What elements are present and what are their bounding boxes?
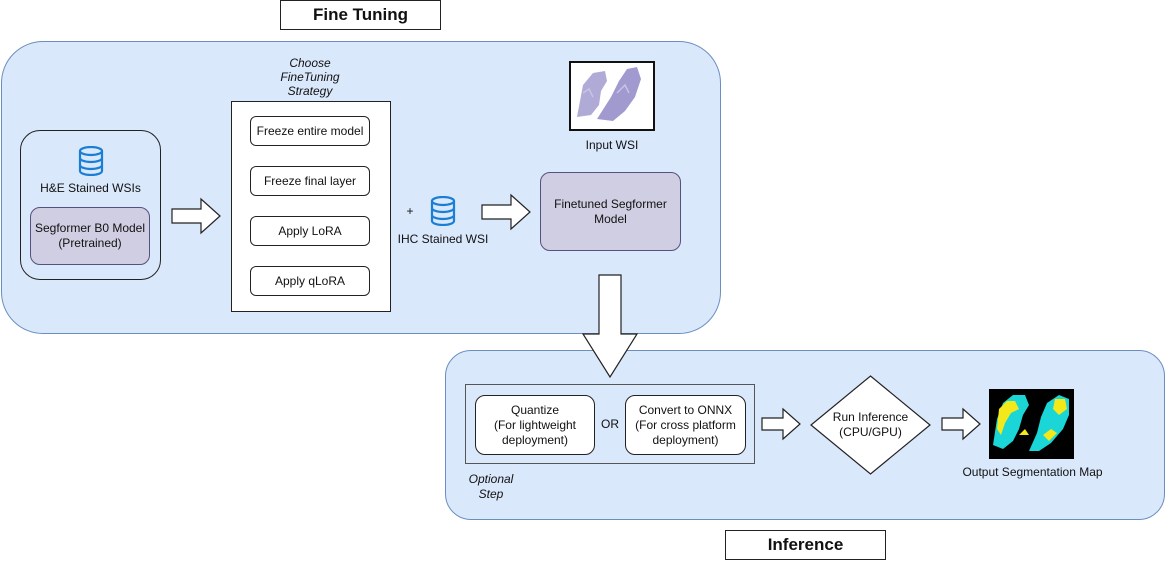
database-icon [78, 146, 104, 176]
run-inference-label: Run Inference (CPU/GPU) [832, 410, 909, 439]
tissue-thumbnail [577, 67, 641, 121]
arrow-right-icon [761, 407, 801, 441]
arrow-down-icon [581, 274, 639, 379]
ihc-stained-label: IHC Stained WSI [397, 232, 489, 246]
database-icon [430, 196, 456, 226]
arrow-right-icon [481, 193, 531, 231]
strategy-title: Choose FineTuning Strategy [280, 56, 340, 98]
hne-stained-label: H&E Stained WSIs [40, 181, 141, 195]
input-wsi-label: Input WSI [585, 138, 639, 152]
fine-tuning-title: Fine Tuning [280, 0, 441, 30]
strategy-freeze-final: Freeze final layer [250, 166, 370, 196]
optional-step-label: Optional Step [468, 472, 514, 501]
plus-sign: + [406, 204, 414, 218]
or-label: OR [601, 417, 619, 431]
input-wsi-image [569, 61, 655, 131]
arrow-right-icon [941, 407, 981, 441]
arrow-right-icon [171, 197, 221, 235]
segmentation-thumbnail [993, 395, 1069, 451]
optional-step-box [465, 384, 755, 464]
finetuned-model-box: Finetuned Segformer Model [540, 172, 681, 251]
output-map-label: Output Segmentation Map [962, 465, 1103, 479]
pretrained-model-box: Segformer B0 Model (Pretrained) [30, 207, 150, 265]
onnx-box: Convert to ONNX (For cross platform depl… [625, 395, 746, 455]
inference-title: Inference [725, 530, 886, 560]
pretrained-group [20, 130, 161, 280]
strategy-lora: Apply LoRA [250, 216, 370, 246]
quantize-box: Quantize (For lightweight deployment) [475, 395, 595, 455]
run-inference-diamond [810, 375, 931, 475]
strategy-freeze-entire: Freeze entire model [250, 116, 370, 146]
output-segmentation-image [989, 389, 1074, 459]
strategy-qlora: Apply qLoRA [250, 266, 370, 296]
